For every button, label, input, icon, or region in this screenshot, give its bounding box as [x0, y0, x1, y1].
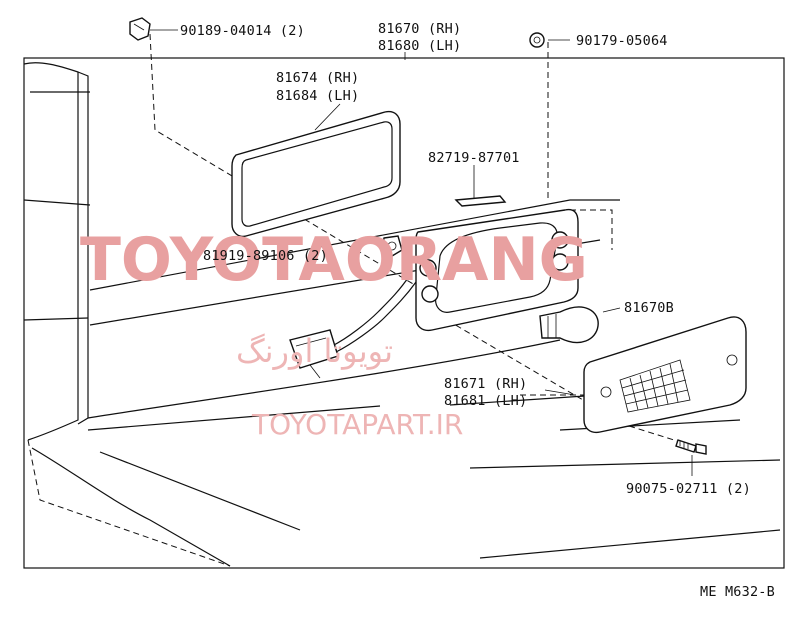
socket-part-number: 81919-89106 (2): [203, 248, 328, 264]
figure-code: ME M632-B: [700, 584, 775, 600]
assembly-guide-lines: [27, 33, 691, 567]
lamp-housing: [415, 208, 579, 332]
watermark-main: TOYOTAORANG: [80, 225, 588, 295]
gasket-part: [231, 110, 401, 238]
wire-harness: [289, 274, 417, 379]
lamp-assembly-lh-number: 81680 (LH): [378, 38, 461, 54]
screw-part-number: 90075-02711 (2): [626, 481, 751, 497]
bulb-part-number: 81670B: [624, 300, 674, 316]
watermark-site: TOYOTAPART.IR: [251, 408, 463, 441]
bulb-part: [539, 306, 599, 344]
nut-part: [529, 32, 545, 48]
wire-part-number: 82719-87701: [428, 150, 520, 166]
gasket-rh-number: 81674 (RH): [276, 70, 359, 86]
wire-label-arrow: [454, 195, 507, 207]
screw-part: [675, 439, 707, 455]
watermark-persian: تویوتا اورنگ: [236, 332, 393, 370]
clip-part-number: 90189-04014 (2): [180, 23, 305, 39]
lens-part: [583, 316, 747, 434]
lamp-assembly-rh-number: 81670 (RH): [378, 21, 461, 37]
nut-part-number: 90179-05064: [576, 33, 668, 49]
gasket-lh-number: 81684 (LH): [276, 88, 359, 104]
clip-part: [129, 17, 151, 41]
lens-lh-number: 81681 (LH): [444, 393, 527, 409]
vehicle-body-outline: [23, 62, 781, 567]
diagram-frame: [23, 57, 785, 569]
socket-part: [381, 235, 403, 257]
lens-rh-number: 81671 (RH): [444, 376, 527, 392]
